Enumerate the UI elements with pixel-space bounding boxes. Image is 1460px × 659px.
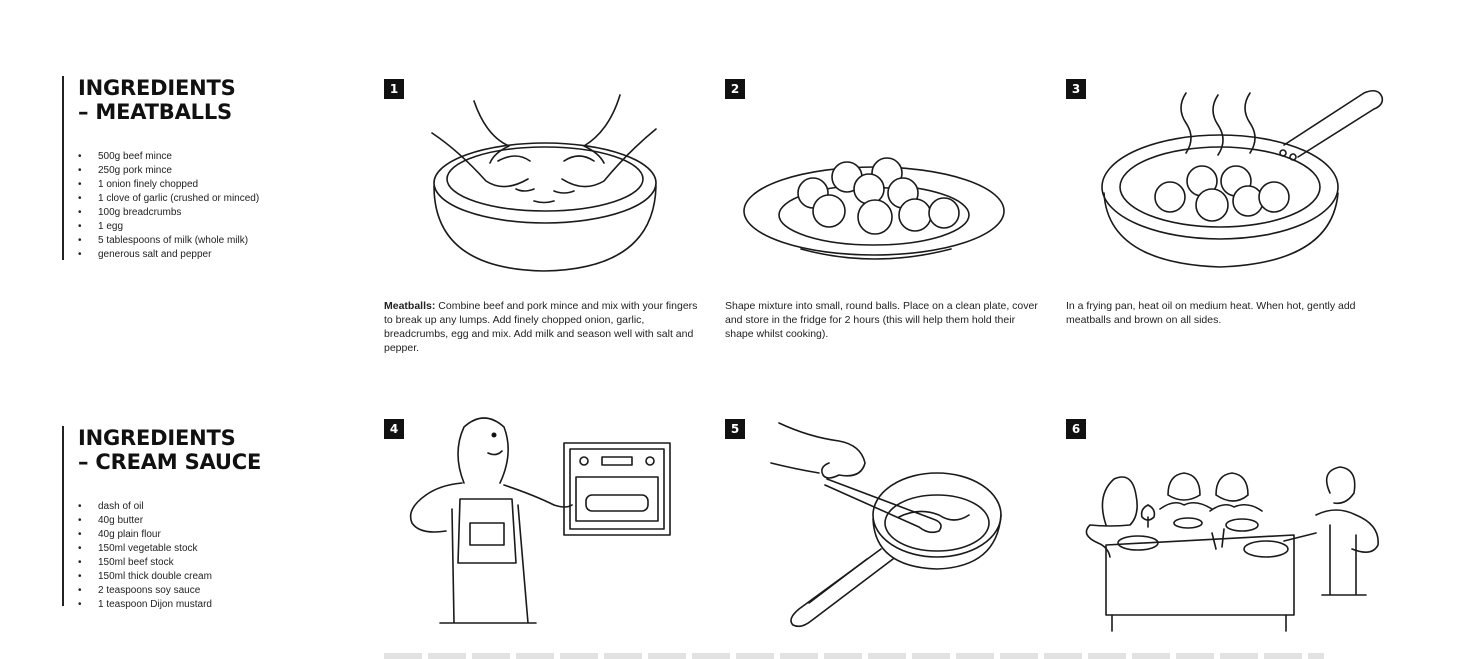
ingredient-item: 1 egg — [78, 220, 259, 234]
ingredient-item: 150ml beef stock — [78, 556, 261, 570]
ingredient-item: 100g breadcrumbs — [78, 206, 259, 220]
ingredient-item: 5 tablespoons of milk (whole milk) — [78, 234, 259, 248]
ingredient-item: dash of oil — [78, 500, 261, 514]
ingredients-cream-sauce: INGREDIENTS – CREAM SAUCE dash of oil 40… — [62, 426, 262, 612]
step-number-badge: 2 — [725, 79, 745, 99]
step-3-caption: In a frying pan, heat oil on medium heat… — [1066, 300, 1356, 326]
ingredients-meatballs-title: INGREDIENTS – MEATBALLS — [78, 76, 236, 124]
step-1: 1 Meatballs: Combine beef and pork mince… — [384, 79, 704, 369]
ingredients-sauce-list: dash of oil 40g butter 40g plain flour 1… — [78, 500, 261, 612]
ingredient-item: 500g beef mince — [78, 150, 259, 164]
step-number-badge: 3 — [1066, 79, 1086, 99]
ingredients-meatballs-list: 500g beef mince 250g pork mince 1 onion … — [78, 150, 259, 262]
mixing-bowl-illustration — [431, 94, 657, 272]
ingredient-item: 1 clove of garlic (crushed or minced) — [78, 192, 259, 206]
step-5: 5 — [725, 419, 1045, 657]
people-at-table-illustration — [1085, 466, 1379, 632]
ingredients-meatballs: INGREDIENTS – MEATBALLS 500g beef mince … — [62, 76, 259, 262]
ingredient-item: 150ml thick double cream — [78, 570, 261, 584]
ingredient-item: 250g pork mince — [78, 164, 259, 178]
step-2-caption: Shape mixture into small, round balls. P… — [725, 300, 1038, 340]
ingredient-item: 2 teaspoons soy sauce — [78, 584, 261, 598]
ingredient-item: 1 onion finely chopped — [78, 178, 259, 192]
ingredient-item: 40g plain flour — [78, 528, 261, 542]
frying-pan-illustration — [1101, 89, 1384, 268]
step-6: 6 — [1066, 419, 1386, 657]
bottom-caption-cutoff — [384, 653, 1324, 659]
step-2: 2 Shape mixture into small, round balls.… — [725, 79, 1045, 369]
ingredient-item: 1 teaspoon Dijon mustard — [78, 598, 261, 612]
saucepan-stirring-illustration — [770, 422, 1002, 628]
ingredient-item: generous salt and pepper — [78, 248, 259, 262]
ingredients-sauce-title: INGREDIENTS – CREAM SAUCE — [78, 426, 262, 474]
step-3: 3 In a frying pan, heat oil on medium he… — [1066, 79, 1386, 369]
step-number-badge: 5 — [725, 419, 745, 439]
step-number-badge: 4 — [384, 419, 404, 439]
person-with-oven-illustration — [409, 417, 671, 624]
ingredient-item: 40g butter — [78, 514, 261, 528]
step-number-badge: 1 — [384, 79, 404, 99]
step-number-badge: 6 — [1066, 419, 1086, 439]
step-4: 4 — [384, 417, 704, 657]
plate-of-meatballs-illustration — [743, 157, 1005, 260]
ingredient-item: 150ml vegetable stock — [78, 542, 261, 556]
step-1-caption: Meatballs: Combine beef and pork mince a… — [384, 300, 698, 354]
